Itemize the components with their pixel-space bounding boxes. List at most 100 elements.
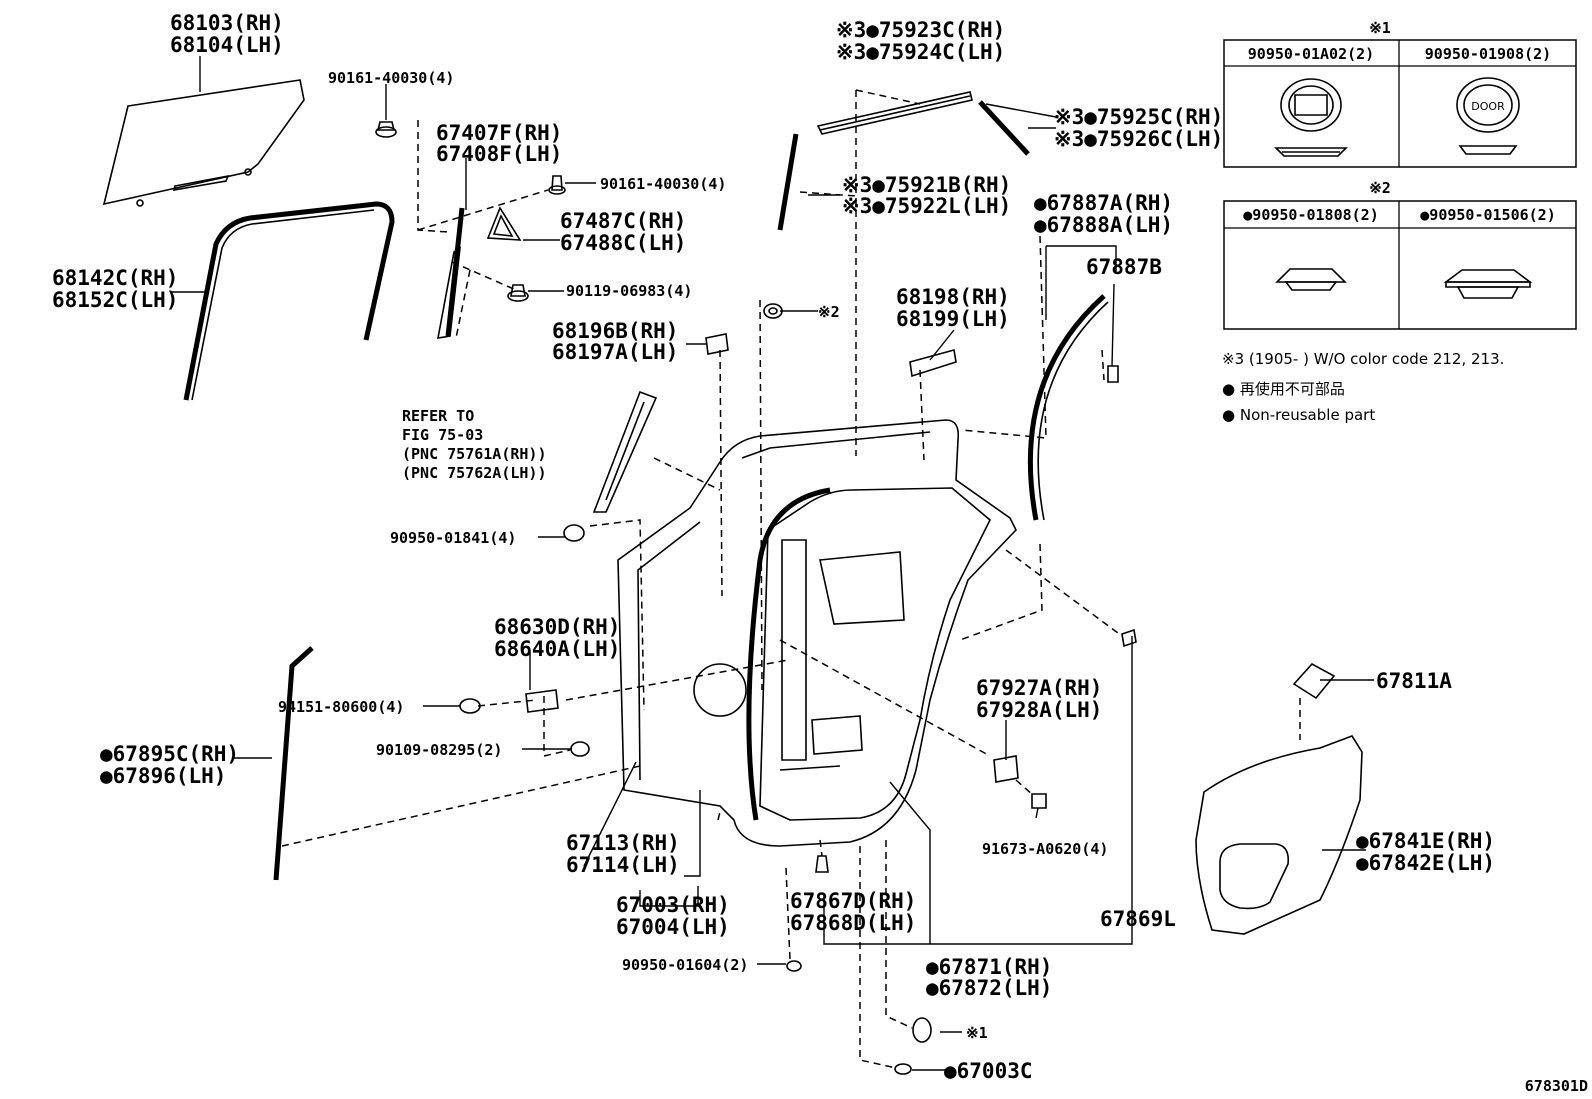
label-67928: 67928A(LH) — [976, 698, 1102, 722]
legend-box2-right-part: ●90950-01506(2) — [1420, 206, 1555, 224]
rear-sash-channel — [437, 207, 465, 339]
label-refer-1: REFER TO — [402, 407, 474, 425]
label-91673: 91673-A0620(4) — [982, 840, 1108, 858]
grommet-x1-icon — [912, 1017, 932, 1043]
label-67842: ●67842E(LH) — [1356, 851, 1495, 875]
non-reusable-en: ● Non-reusable part — [1222, 406, 1375, 424]
door-plug-text: DOOR — [1471, 100, 1505, 113]
label-67887b: 67887B — [1086, 255, 1162, 279]
label-68630: 68630D(RH) — [494, 615, 620, 639]
clip-67867 — [815, 855, 829, 873]
label-67869: 67869L — [1100, 907, 1176, 931]
label-refer-2: FIG 75-03 — [402, 426, 483, 444]
label-67887a: ●67887A(RH) — [1034, 191, 1173, 215]
label-x1: ※1 — [966, 1024, 988, 1042]
bolt-90119-icon — [507, 284, 529, 302]
label-67896: ●67896(LH) — [100, 764, 226, 788]
bracket-68198 — [909, 348, 957, 378]
bolt-90161-b-icon — [548, 175, 566, 195]
label-67004: 67004(LH) — [616, 915, 730, 939]
label-67841: ●67841E(RH) — [1356, 829, 1495, 853]
label-refer-3: (PNC 75761A(RH)) — [402, 445, 547, 463]
figure-number: 678301D — [1525, 1077, 1588, 1095]
label-68152: 68152C(LH) — [52, 288, 178, 312]
legend-box-2: ※2 ●90950-01808(2) ●90950-01506(2) — [1223, 179, 1577, 330]
door-weatherstrip-67871 — [746, 487, 831, 821]
label-90109: 90109-08295(2) — [376, 741, 502, 759]
pillar-garnish — [592, 390, 658, 513]
label-68104: 68104(LH) — [170, 33, 284, 57]
non-reusable-jp: ● 再使用不可部品 — [1222, 380, 1345, 398]
legend-box2-left-part: ●90950-01808(2) — [1243, 206, 1378, 224]
label-67872: ●67872(LH) — [926, 976, 1052, 1000]
label-68196: 68196B(RH) — [552, 319, 678, 343]
weatherstrip-67887a — [1027, 294, 1109, 521]
weatherstrip-67895c — [273, 646, 314, 881]
legend-box1-left-part: 90950-01A02(2) — [1248, 45, 1374, 63]
pin-67869l — [1121, 628, 1137, 648]
label-67868: 67868D(LH) — [790, 911, 916, 935]
label-90161-b: 90161-40030(4) — [600, 175, 726, 193]
label-75922: ※3●75922L(LH) — [842, 194, 1011, 218]
rear-door-panel — [617, 419, 1017, 847]
part-labels: 68103(RH) 68104(LH) 90161-40030(4) 67407… — [52, 11, 1588, 1095]
legend-box2-mark: ※2 — [1369, 179, 1391, 197]
glass-run-channel — [183, 201, 395, 401]
grommet-01a02-icon — [1274, 78, 1348, 157]
leader-lines — [171, 56, 1374, 1071]
check-67927 — [993, 755, 1047, 809]
label-75921: ※3●75921B(RH) — [842, 173, 1011, 197]
label-75924: ※3●75924C(LH) — [836, 40, 1005, 64]
hole-plug-01506-icon — [1443, 269, 1533, 299]
label-refer-4: (PNC 75762A(LH)) — [402, 464, 547, 482]
legend-box1-right-part: 90950-01908(2) — [1425, 45, 1551, 63]
label-67407: 67407F(RH) — [436, 121, 562, 145]
door-glass — [102, 79, 305, 207]
legend-box1-mark: ※1 — [1369, 19, 1391, 37]
label-67811: 67811A — [1376, 669, 1452, 693]
label-75925: ※3●75925C(RH) — [1054, 105, 1223, 129]
label-67408: 67408F(LH) — [436, 142, 562, 166]
label-67488: 67488C(LH) — [560, 231, 686, 255]
label-67871: ●67871(RH) — [926, 955, 1052, 979]
label-67867: 67867D(RH) — [790, 889, 916, 913]
hole-plug-01808-icon — [1275, 268, 1347, 291]
label-67927: 67927A(RH) — [976, 676, 1102, 700]
label-68197: 68197A(LH) — [552, 340, 678, 364]
note-3: ※3 (1905- ) W/O color code 212, 213. — [1222, 350, 1504, 368]
clip-x2-icon — [763, 303, 783, 319]
door-plug-icon: DOOR — [1456, 77, 1520, 155]
label-x2: ※2 — [818, 303, 840, 321]
label-68199: 68199(LH) — [896, 307, 1010, 331]
dashed-guide-lines — [281, 89, 1301, 1069]
label-68640: 68640A(LH) — [494, 637, 620, 661]
label-67113: 67113(RH) — [566, 831, 680, 855]
clip-67887b-icon — [1107, 365, 1119, 383]
label-75926: ※3●75926C(LH) — [1054, 127, 1223, 151]
label-94151: 94151-80600(4) — [278, 698, 404, 716]
label-90119: 90119-06983(4) — [566, 282, 692, 300]
label-67003c: ●67003C — [944, 1059, 1033, 1083]
label-90950-01841: 90950-01841(4) — [390, 529, 516, 547]
stopper-68196 — [705, 333, 729, 355]
corner-piece-67487 — [486, 206, 522, 241]
service-hole-cover — [1195, 735, 1363, 935]
plug-67003c-icon — [894, 1063, 912, 1075]
label-90950-01604: 90950-01604(2) — [622, 956, 748, 974]
bolt-90161-a-icon — [375, 121, 397, 138]
label-67487: 67487C(RH) — [560, 209, 686, 233]
moulding-75921 — [777, 133, 799, 231]
label-67114: 67114(LH) — [566, 853, 680, 877]
plug-90950-01604-icon — [786, 960, 802, 972]
label-68103: 68103(RH) — [170, 11, 284, 35]
label-90161-a: 90161-40030(4) — [328, 69, 454, 87]
label-75923: ※3●75923C(RH) — [836, 18, 1005, 42]
moulding-75925 — [978, 100, 1030, 156]
label-67888a: ●67888A(LH) — [1034, 213, 1173, 237]
label-68198: 68198(RH) — [896, 285, 1010, 309]
label-67003: 67003(RH) — [616, 893, 730, 917]
label-68142: 68142C(RH) — [52, 266, 178, 290]
label-67895: ●67895C(RH) — [100, 742, 239, 766]
legend-box-1: ※1 90950-01A02(2) 90950-01908(2) DOOR — [1223, 19, 1577, 168]
